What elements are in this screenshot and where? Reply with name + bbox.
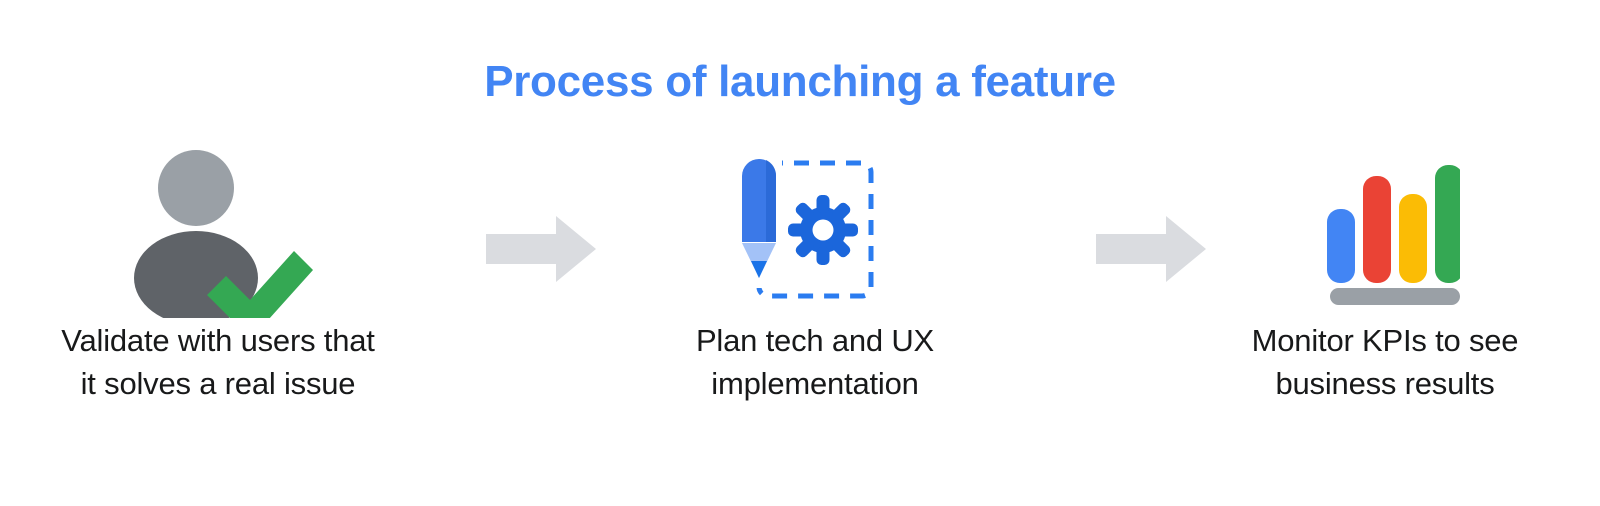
pencil-body-shade-shape [766, 160, 777, 242]
step-1-caption: Validate with users that it solves a rea… [3, 320, 433, 406]
step-3-caption: Monitor KPIs to see business results [1170, 320, 1600, 406]
process-step-3: Monitor KPIs to see business results [1170, 140, 1600, 406]
pencil-gear-dashed-box-icon [736, 156, 874, 299]
step-3-caption-line-1: Monitor KPIs to see [1251, 323, 1519, 358]
process-steps: Validate with users that it solves a rea… [0, 140, 1600, 460]
bar-chart-bar-3-shape [1399, 194, 1427, 283]
bar-chart-bar-2-shape [1363, 176, 1391, 283]
step-1-caption-line-1: Validate with users that [61, 323, 375, 358]
arrow-right-icon-1 [486, 216, 596, 282]
step-2-icon-area [600, 140, 1030, 320]
bar-chart-bar-4-shape [1435, 165, 1460, 283]
bar-chart-baseline-shape [1330, 288, 1460, 305]
process-step-2: Plan tech and UX implementation [600, 140, 1030, 406]
page-title: Process of launching a feature [484, 57, 1116, 106]
step-3-icon-area [1170, 140, 1600, 320]
step-3-caption-line-2: business results [1275, 365, 1495, 401]
user-head-shape [158, 149, 234, 226]
pencil-point-shape [751, 261, 767, 278]
check-mark-shape [207, 250, 313, 318]
bar-chart-icon [1327, 165, 1460, 305]
arrow-right-icon-2 [1096, 216, 1206, 282]
gear-icon [788, 195, 858, 265]
bar-chart-bar-1-shape [1327, 209, 1355, 283]
step-1-caption-line-2: it solves a real issue [80, 365, 356, 401]
gear-center-hole-shape [812, 219, 834, 241]
step-1-icon-area [3, 140, 433, 320]
process-step-1: Validate with users that it solves a rea… [3, 140, 433, 406]
pencil-tip-shape [742, 243, 776, 278]
step-2-caption-line-2: implementation [711, 365, 919, 401]
gear-teeth-shape [788, 195, 858, 265]
step-2-caption-line-1: Plan tech and UX [695, 323, 935, 358]
step-2-caption: Plan tech and UX implementation [600, 320, 1030, 406]
user-check-icon [134, 149, 313, 318]
